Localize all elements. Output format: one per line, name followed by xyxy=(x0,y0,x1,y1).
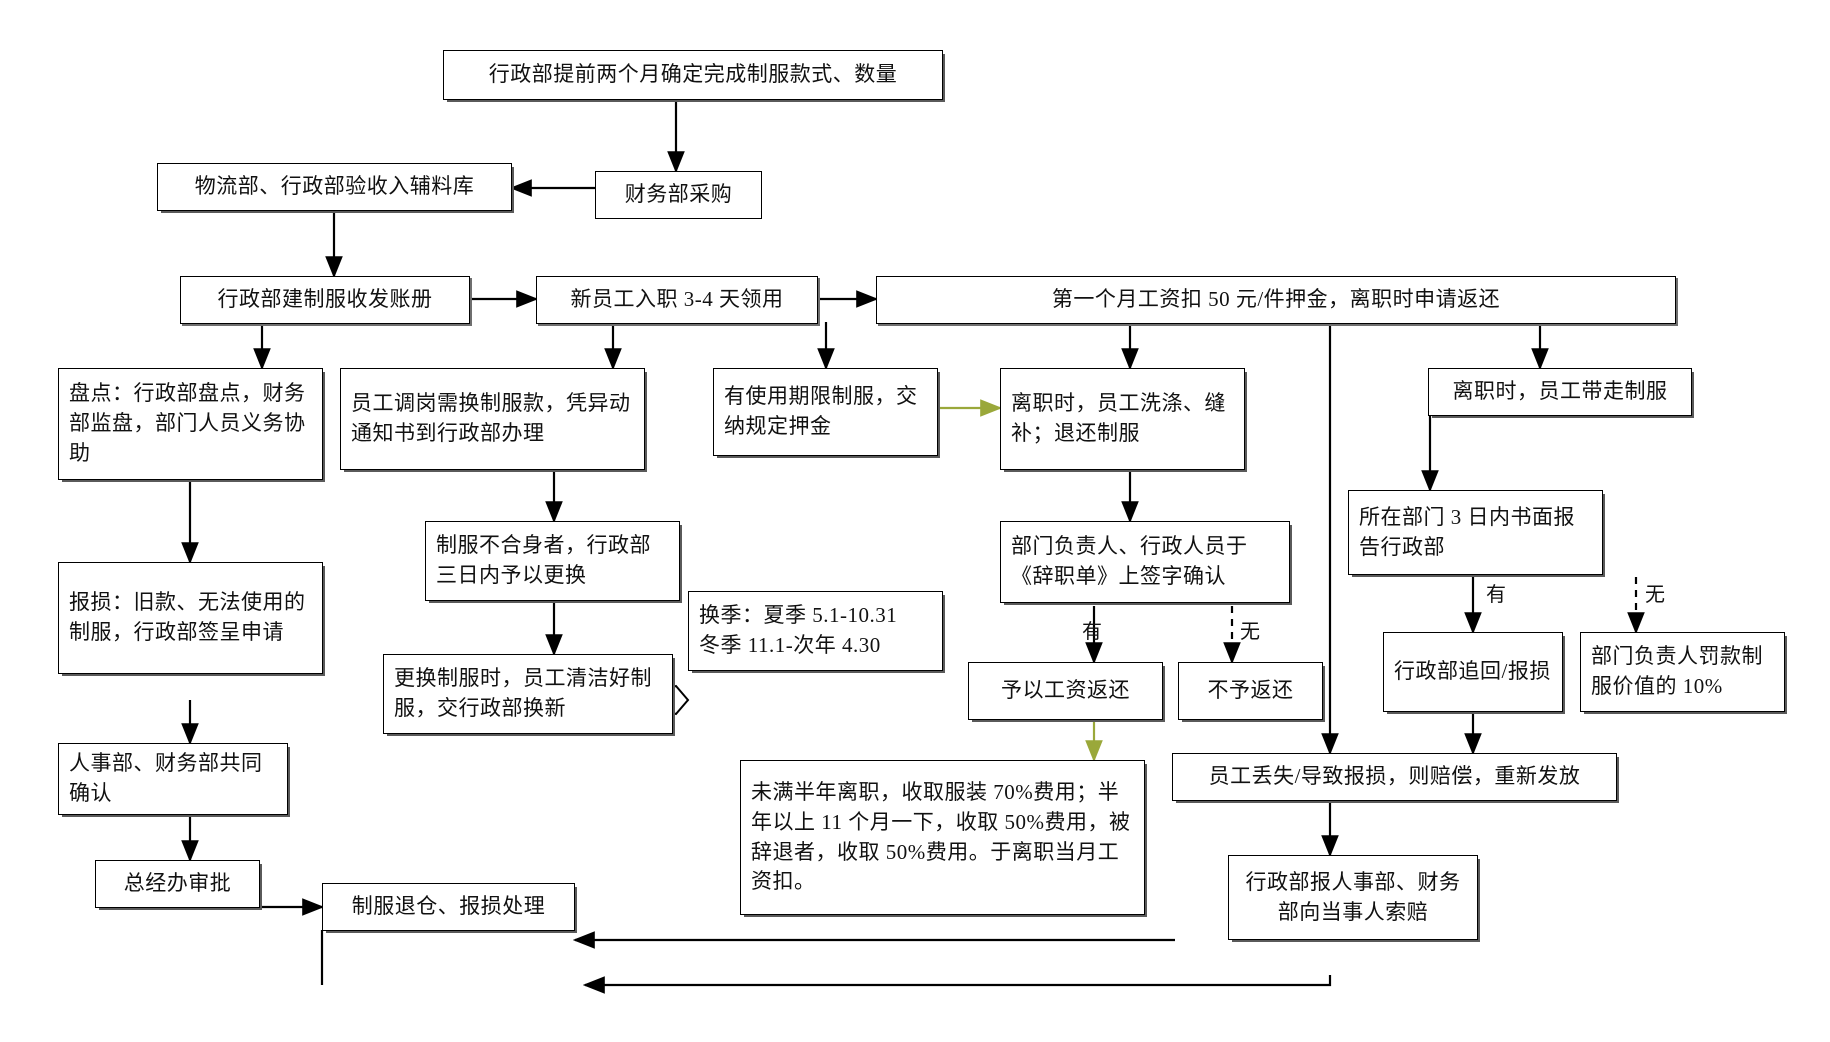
node-new-hire-issue[interactable]: 新员工入职 3-4 天领用 xyxy=(536,276,818,324)
node-hr-finance-confirm[interactable]: 人事部、财务部共同确认 xyxy=(58,743,288,815)
node-season-change-note[interactable]: 换季：夏季 5.1-10.31 冬季 11.1-次年 4.30 xyxy=(688,591,943,671)
node-logistics-receive[interactable]: 物流部、行政部验收入辅料库 xyxy=(157,163,512,211)
node-manager-fine[interactable]: 部门负责人罚款制服价值的 10% xyxy=(1580,632,1785,712)
node-limited-life-uniform[interactable]: 有使用期限制服，交纳规定押金 xyxy=(713,368,938,456)
node-finance-purchase[interactable]: 财务部采购 xyxy=(595,171,762,219)
edge-label-report-no: 无 xyxy=(1645,584,1665,606)
node-uniform-plan[interactable]: 行政部提前两个月确定完成制服款式、数量 xyxy=(443,50,943,100)
node-scrap-report[interactable]: 报损：旧款、无法使用的制服，行政部签呈申请 xyxy=(58,562,323,674)
node-uniform-return-scrap[interactable]: 制服退仓、报损处理 xyxy=(322,883,575,931)
node-dept-written-report[interactable]: 所在部门 3 日内书面报告行政部 xyxy=(1348,490,1603,575)
node-admin-recover[interactable]: 行政部追回/报损 xyxy=(1383,632,1563,712)
node-admin-ledger[interactable]: 行政部建制服收发账册 xyxy=(180,276,470,324)
node-job-transfer[interactable]: 员工调岗需换制服款，凭异动通知书到行政部办理 xyxy=(340,368,645,470)
node-stocktake[interactable]: 盘点：行政部盘点，财务部监盘，部门人员义务协助 xyxy=(58,368,323,480)
node-salary-deposit[interactable]: 第一个月工资扣 50 元/件押金，离职时申请返还 xyxy=(876,276,1676,324)
edge-label-sign-yes: 有 xyxy=(1082,621,1102,643)
node-gm-office-approve[interactable]: 总经办审批 xyxy=(95,860,260,908)
node-lost-compensate[interactable]: 员工丢失/导致报损，则赔偿，重新发放 xyxy=(1172,753,1617,801)
node-no-refund[interactable]: 不予返还 xyxy=(1178,662,1323,720)
node-salary-refund[interactable]: 予以工资返还 xyxy=(968,662,1163,720)
node-claim-from-person[interactable]: 行政部报人事部、财务部向当事人索赔 xyxy=(1228,855,1478,940)
node-resign-fee-rules[interactable]: 未满半年离职，收取服装 70%费用；半年以上 11 个月一下，收取 50%费用，… xyxy=(740,760,1145,915)
node-resign-wash-return[interactable]: 离职时，员工洗涤、缝补；退还制服 xyxy=(1000,368,1245,470)
node-resignation-form-sign[interactable]: 部门负责人、行政人员于《辞职单》上签字确认 xyxy=(1000,521,1290,603)
edge-label-report-yes: 有 xyxy=(1486,584,1506,606)
node-exchange-clean-uniform[interactable]: 更换制服时，员工清洁好制服，交行政部换新 xyxy=(383,654,673,734)
node-resign-take-uniform[interactable]: 离职时，员工带走制服 xyxy=(1428,368,1692,416)
node-uniform-unfit[interactable]: 制服不合身者，行政部三日内予以更换 xyxy=(425,521,680,601)
edge-label-sign-no: 无 xyxy=(1240,621,1260,643)
